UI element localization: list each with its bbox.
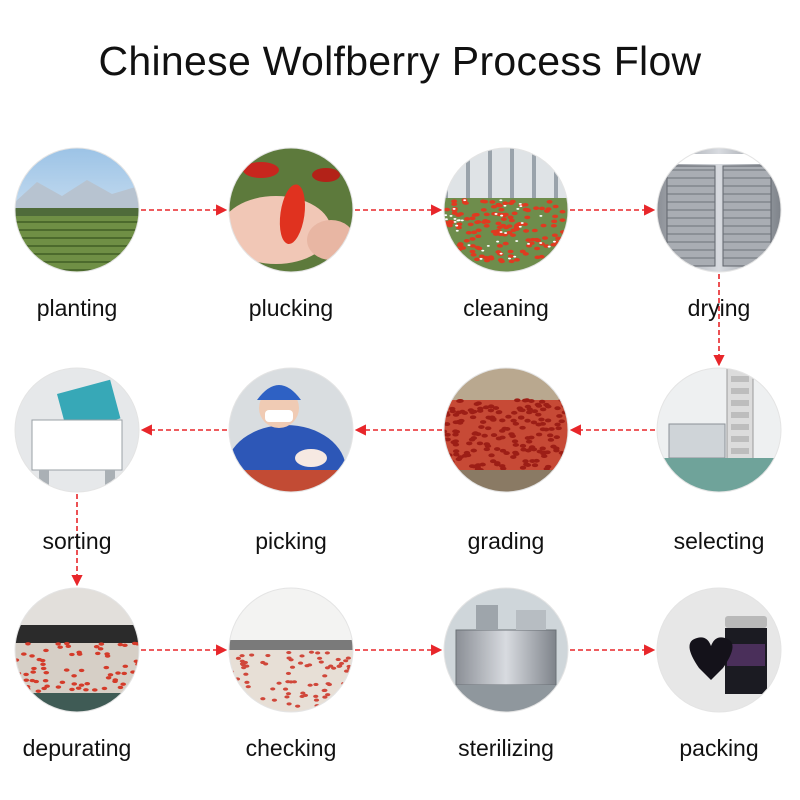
packed-jar-photo xyxy=(657,588,781,712)
step-label-checking: checking xyxy=(245,735,337,761)
step-circle-border xyxy=(14,587,140,713)
drying-oven-photo xyxy=(657,148,781,272)
diagram-title: Chinese Wolfberry Process Flow xyxy=(98,38,702,84)
step-circle-border xyxy=(656,367,782,493)
step-label-drying: drying xyxy=(687,295,751,321)
step-label-sorting: sorting xyxy=(42,528,112,554)
washing-line-photo xyxy=(444,148,568,272)
step-circle-border xyxy=(443,587,569,713)
step-circle-border xyxy=(228,587,354,713)
step-label-grading: grading xyxy=(467,528,545,554)
step-circle-border xyxy=(656,147,782,273)
step-circle-border xyxy=(14,147,140,273)
worker-picking-photo xyxy=(229,368,353,492)
step-circle-border xyxy=(228,147,354,273)
step-label-packing: packing xyxy=(679,735,759,761)
step-label-selecting: selecting xyxy=(673,528,765,554)
step-label-plucking: plucking xyxy=(248,295,334,321)
step-label-depurating: depurating xyxy=(22,735,132,761)
step-label-picking: picking xyxy=(255,528,327,554)
wolfberry-field-photo xyxy=(15,148,139,272)
step-circle-border xyxy=(14,367,140,493)
step-label-planting: planting xyxy=(36,295,118,321)
step-circle-border xyxy=(228,367,354,493)
hand-holding-berry-photo xyxy=(229,148,353,272)
step-circle-border xyxy=(656,587,782,713)
step-circle-border xyxy=(443,147,569,273)
step-label-sterilizing: sterilizing xyxy=(458,735,554,761)
sterilizer-machine-photo xyxy=(444,588,568,712)
step-label-cleaning: cleaning xyxy=(463,295,549,321)
color-sorter-photo xyxy=(15,368,139,492)
step-circle-border xyxy=(443,367,569,493)
